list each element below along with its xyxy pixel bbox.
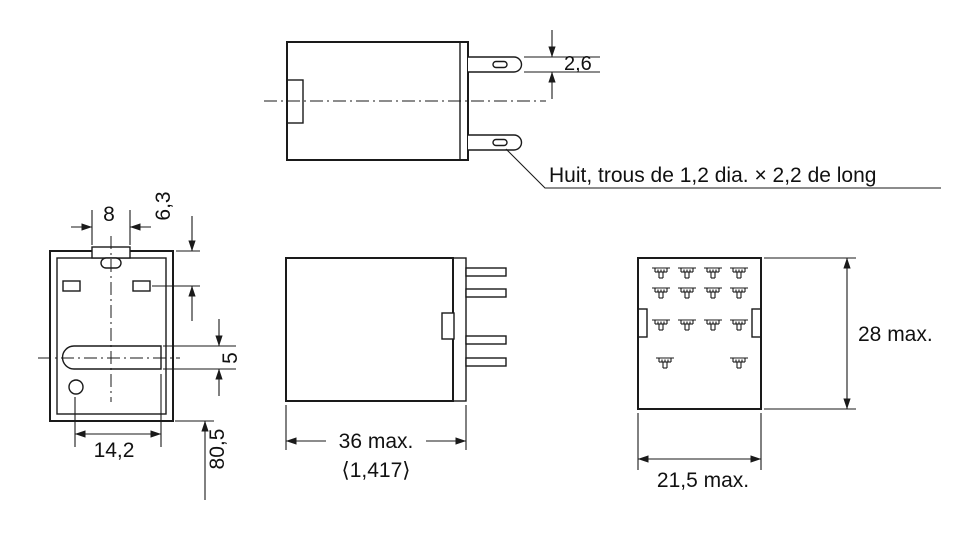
dim-height-left: 80,5 <box>175 420 229 500</box>
holes-callout: Huit, trous de 1,2 dia. × 2,2 de long <box>505 148 941 189</box>
mounting-hole-left <box>62 280 81 292</box>
side-view-clip <box>441 312 455 340</box>
dim-top-offset: 6,3 <box>152 191 200 321</box>
holes-callout-label: Huit, trous de 1,2 dia. × 2,2 de long <box>549 164 876 187</box>
small-hole <box>68 379 84 395</box>
callout-leader-line <box>505 148 941 189</box>
terminal-top <box>468 56 523 73</box>
side-view-base-plate <box>452 257 467 402</box>
bottom-view-clip-left <box>637 308 648 338</box>
dim-height-label: 28 max. <box>858 323 933 346</box>
dim-tab-width-label: 8 <box>103 203 115 226</box>
terminal-bottom <box>468 134 523 151</box>
dim-width-label: 21,5 max. <box>657 469 749 492</box>
dim-width: 21,5 max. <box>637 413 762 492</box>
side-view-body <box>285 257 454 402</box>
dim-slot-height-label: 5 <box>219 352 242 364</box>
dim-terminal-thickness: 2,6 <box>524 30 600 99</box>
dim-height-left-label: 80,5 <box>206 429 229 470</box>
side-pin-2 <box>465 288 507 298</box>
top-view <box>264 41 546 161</box>
bottom-view-clip-right <box>751 308 762 338</box>
dim-slot-height: 5 <box>163 319 242 396</box>
bottom-view-body <box>637 257 762 410</box>
terminal-bottom-hole <box>492 138 508 147</box>
side-pin-3 <box>465 335 507 345</box>
bottom-slot <box>61 345 162 370</box>
dim-terminal-thickness-label: 2,6 <box>564 53 592 75</box>
dim-depth-inches-label: ⟨1,417⟩ <box>342 459 411 482</box>
dim-slot-length-label: 14,2 <box>94 439 135 462</box>
mounting-hole-right <box>132 280 151 292</box>
dim-top-offset-label: 6,3 <box>152 191 175 220</box>
dim-slot-length: 14,2 <box>74 374 162 462</box>
side-view <box>285 257 507 402</box>
bottom-view <box>637 257 762 410</box>
side-pin-4 <box>465 357 507 367</box>
dim-tab-width: 8 <box>71 203 151 245</box>
side-pin-1 <box>465 267 507 277</box>
dim-depth-label: 36 max. <box>339 430 414 453</box>
front-view <box>38 236 180 422</box>
dim-depth: 36 max. ⟨1,417⟩ <box>285 405 467 482</box>
terminal-top-hole <box>492 60 508 69</box>
dim-height: 28 max. <box>764 257 933 410</box>
